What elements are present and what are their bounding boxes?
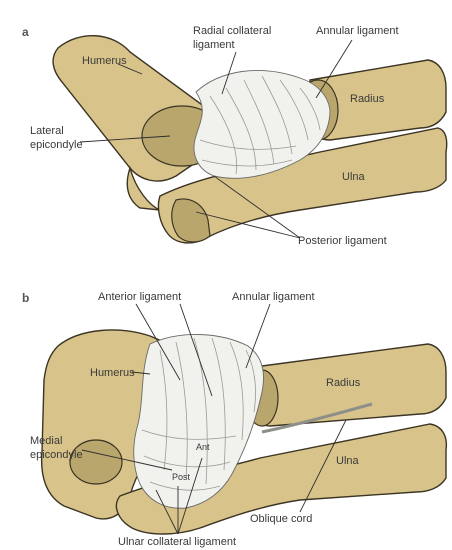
panel-b-ant-label: Ant: [196, 442, 210, 452]
panel-b: b Anterior ligament Annular ligament Hum: [22, 291, 446, 548]
panel-b-ulna-label: Ulna: [336, 455, 360, 467]
panel-a-lateral-epicondyle-label-1: Lateral: [30, 125, 64, 137]
panel-a-radial-collateral-label-2: ligament: [193, 39, 235, 51]
panel-a-radial-collateral-label-1: Radial collateral: [193, 25, 271, 37]
panel-a-annular-ligament-label: Annular ligament: [316, 25, 399, 37]
panel-b-medial-epicondyle-label-2: epicondyle: [30, 449, 83, 461]
panel-b-oblique-cord-label: Oblique cord: [250, 513, 312, 525]
panel-b-ulnar-collateral-label: Ulnar collateral ligament: [118, 536, 236, 548]
panel-b-anterior-ligament-label: Anterior ligament: [98, 291, 181, 303]
panel-b-medial-epicondyle-label-1: Medial: [30, 435, 62, 447]
panel-a-letter: a: [22, 25, 29, 39]
panel-b-medial-epicondyle: [70, 440, 122, 484]
panel-b-annular-ligament-label: Annular ligament: [232, 291, 315, 303]
panel-a-radius-label: Radius: [350, 93, 385, 105]
panel-b-post-label: Post: [172, 472, 191, 482]
panel-a-lateral-epicondyle-label-2: epicondyle: [30, 139, 83, 151]
panel-a-posterior-ligament-label: Posterior ligament: [298, 235, 387, 247]
panel-a: a Humerus Radial collateral ligament: [22, 25, 447, 247]
panel-b-letter: b: [22, 291, 29, 305]
panel-b-humerus-label: Humerus: [90, 367, 135, 379]
panel-a-ulna-label: Ulna: [342, 171, 366, 183]
panel-b-radius-label: Radius: [326, 377, 361, 389]
